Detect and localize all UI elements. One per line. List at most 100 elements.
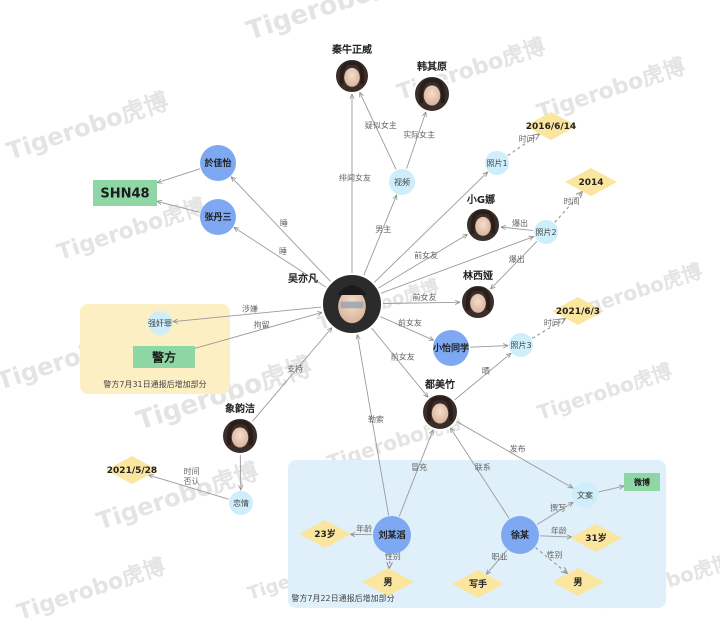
- node-circle: [200, 145, 236, 181]
- node-photo-hair: [426, 396, 454, 422]
- node-photo-hair: [418, 78, 446, 104]
- node-jing[interactable]: 警方: [133, 346, 195, 368]
- node-label: 微博: [633, 477, 650, 487]
- node-zhang[interactable]: 张丹三: [200, 199, 236, 235]
- node-d2014[interactable]: 2014: [565, 168, 617, 196]
- node-label: 男: [573, 577, 582, 588]
- node-video[interactable]: 视频: [389, 169, 415, 195]
- edge-line: [406, 112, 426, 169]
- node-wu[interactable]: 吴亦凡: [288, 272, 383, 335]
- node-xiaog[interactable]: 小G娜: [465, 193, 501, 243]
- node-qiang[interactable]: 强奸罪: [148, 311, 172, 335]
- node-label: 小怡同学: [432, 342, 469, 354]
- node-photo-hair: [337, 285, 367, 295]
- node-label: 照片3: [510, 340, 531, 350]
- node-qinniu[interactable]: 秦牛正威: [331, 43, 372, 94]
- node-label: 恋情: [233, 498, 249, 508]
- edge-label: 时间: [564, 196, 580, 206]
- edge-line: [380, 237, 534, 294]
- watermark-text: Tigerobo虎博: [243, 0, 425, 47]
- edge-line: [357, 335, 390, 516]
- edge-label: 否认: [184, 476, 200, 486]
- node-label: 2014: [578, 178, 603, 188]
- node-dnan1[interactable]: 男: [362, 568, 414, 596]
- node-box: [93, 180, 157, 206]
- node-dxie[interactable]: 写手: [452, 570, 504, 598]
- edge-label: 勒索: [368, 414, 384, 424]
- edge-label: 实际女主: [403, 129, 435, 139]
- edge-label: 年龄: [551, 525, 567, 535]
- node-label: 文案: [577, 490, 593, 500]
- node-xiang[interactable]: 象韵洁: [221, 402, 259, 455]
- node-diamond: [552, 297, 604, 325]
- edge-line: [598, 486, 624, 493]
- node-circle: [389, 169, 415, 195]
- node-label: 韩其原: [417, 60, 447, 73]
- edge-label: 疑似女主: [365, 120, 397, 130]
- node-label: 象韵洁: [225, 402, 255, 415]
- node-photo-hair: [339, 61, 365, 85]
- edge-label: 前女友: [412, 292, 436, 302]
- watermark-text: Tigerobo虎博: [534, 53, 689, 125]
- edge-line: [157, 168, 201, 183]
- group-police-0722-caption: 警方7月22日通报后增加部分: [291, 593, 394, 603]
- edge-line: [378, 234, 468, 289]
- node-photo-hair: [465, 287, 491, 311]
- node-shn[interactable]: SHN48: [93, 180, 157, 206]
- node-label: 2021/5/28: [107, 466, 157, 476]
- node-p3[interactable]: 照片3: [509, 333, 533, 357]
- node-d2021a[interactable]: 2021/6/3: [552, 297, 604, 325]
- node-p1[interactable]: 照片1: [485, 151, 509, 175]
- node-label: 31岁: [585, 532, 607, 544]
- node-d2016[interactable]: 2016/6/14: [525, 112, 577, 140]
- edge-line: [231, 177, 331, 282]
- node-d2021b[interactable]: 2021/5/28: [106, 456, 158, 484]
- node-diamond: [362, 568, 414, 596]
- node-du[interactable]: 都美竹: [421, 378, 459, 431]
- edge-label: 性别: [385, 551, 401, 561]
- node-circle: [501, 516, 539, 554]
- node-liu[interactable]: 刘某滔: [373, 516, 411, 554]
- watermark-text: Tigerobo虎博: [534, 359, 675, 425]
- node-xiaoyi[interactable]: 小怡同学: [432, 330, 469, 366]
- node-label: 徐某: [510, 529, 530, 541]
- edge-line: [398, 430, 433, 517]
- edge-line: [373, 172, 487, 283]
- node-dnan2[interactable]: 男: [552, 568, 604, 596]
- node-xu[interactable]: 徐某: [501, 516, 539, 554]
- node-label: 都美竹: [424, 378, 455, 391]
- node-p2[interactable]: 照片2: [534, 220, 558, 244]
- node-weibo[interactable]: 微博: [624, 473, 660, 491]
- edge-label: 前女友: [391, 352, 415, 362]
- node-diamond: [299, 520, 351, 548]
- node-d31[interactable]: 31岁: [570, 524, 622, 552]
- node-lin[interactable]: 林西娅: [460, 269, 496, 320]
- edge-line: [234, 227, 327, 288]
- node-circle: [534, 220, 558, 244]
- node-circle: [485, 151, 509, 175]
- node-diamond: [565, 168, 617, 196]
- edge-line: [149, 475, 229, 500]
- node-box: [624, 473, 660, 491]
- edge-line: [363, 195, 397, 276]
- edge-label: 前女友: [414, 250, 438, 260]
- node-photo-hair: [470, 210, 496, 234]
- node-yu[interactable]: 於佳怡: [200, 145, 236, 181]
- edge-line: [251, 328, 332, 422]
- node-lian[interactable]: 恋情: [229, 491, 253, 515]
- edge-line: [389, 554, 390, 569]
- node-circle: [373, 516, 411, 554]
- node-han[interactable]: 韩其原: [413, 60, 451, 113]
- edge-line: [194, 312, 322, 349]
- node-label: 2016/6/14: [526, 122, 576, 132]
- edge-line: [531, 318, 566, 339]
- node-d23[interactable]: 23岁: [299, 520, 351, 548]
- edge-label: 前女友: [398, 317, 422, 327]
- node-wenan[interactable]: 文案: [572, 482, 598, 508]
- node-circle: [572, 482, 598, 508]
- edge-line: [454, 353, 511, 401]
- edge-label: 发布: [510, 444, 526, 454]
- edge-line: [535, 547, 568, 574]
